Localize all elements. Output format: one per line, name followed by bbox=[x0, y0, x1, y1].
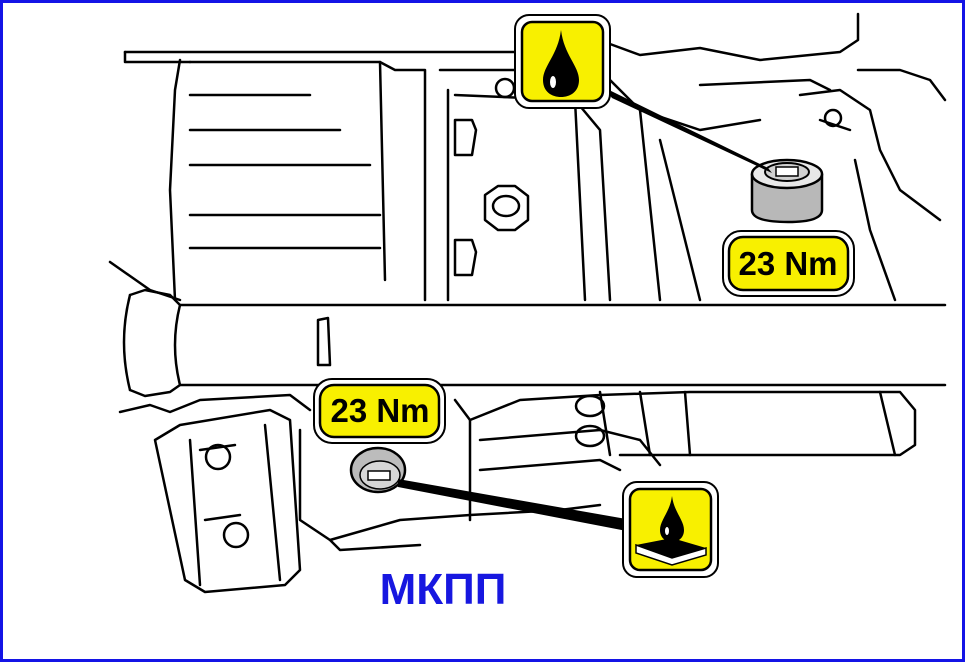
housing-top-edge bbox=[123, 12, 860, 62]
housing-right-edge bbox=[856, 68, 947, 102]
oil-fill-icon bbox=[514, 14, 611, 109]
torque-badge-bottom: 23 Nm bbox=[313, 378, 446, 444]
drain-leader bbox=[398, 479, 632, 532]
fill-plug bbox=[750, 158, 824, 224]
shaft-tube-bottom bbox=[128, 383, 947, 398]
oil-drain-icon bbox=[622, 481, 719, 578]
drain-plug bbox=[349, 446, 407, 494]
torque-badge-top: 23 Nm bbox=[722, 230, 855, 297]
fill-leader bbox=[603, 87, 772, 173]
torque-label-bottom: 23 Nm bbox=[330, 392, 429, 429]
shaft-tube-top bbox=[128, 288, 947, 307]
bolt-upper-left bbox=[453, 118, 478, 157]
crossmember bbox=[153, 408, 302, 594]
bolt-lower-left bbox=[453, 238, 478, 277]
torque-label-top: 23 Nm bbox=[738, 245, 837, 282]
bolt-center bbox=[483, 184, 530, 232]
caption-label: МКПП bbox=[380, 565, 507, 614]
